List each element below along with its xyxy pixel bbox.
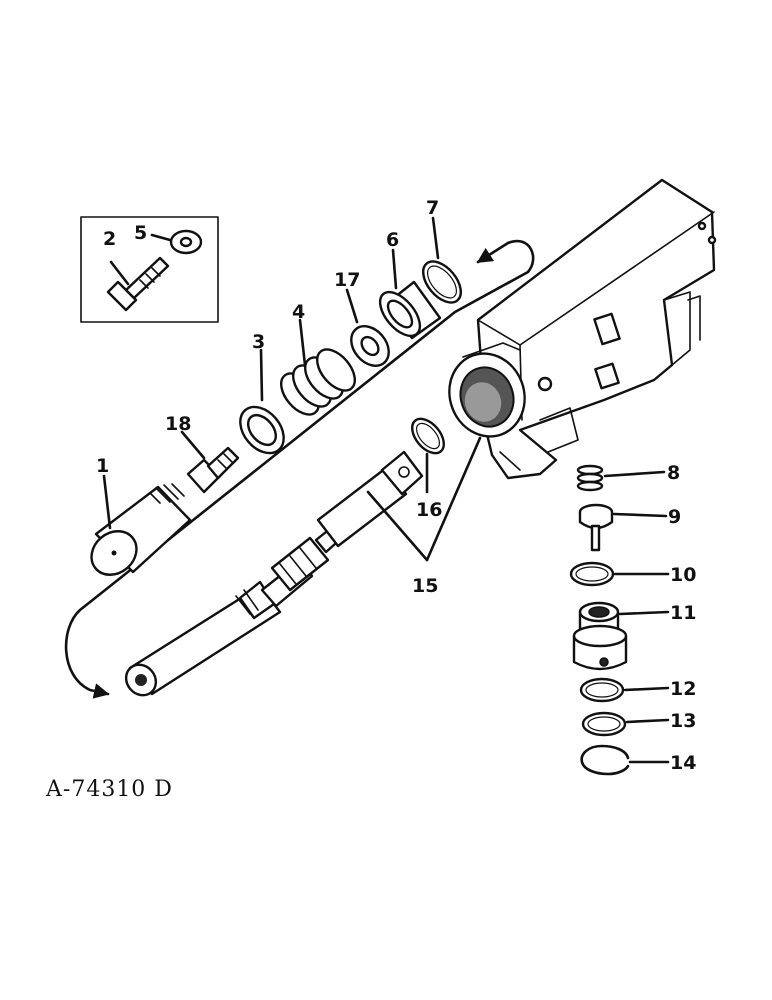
leader-5 [150, 233, 172, 242]
callout-11: 11 [670, 602, 696, 624]
leader-17 [345, 288, 359, 324]
callout-12: 12 [670, 678, 696, 700]
callout-1: 1 [96, 455, 109, 477]
leader-15a [366, 490, 429, 562]
callout-3: 3 [252, 331, 265, 353]
callout-14: 14 [670, 752, 696, 774]
leader-6 [391, 248, 398, 290]
oring-part-10 [569, 561, 615, 587]
ring-part-13 [581, 711, 627, 737]
washer-part-5 [169, 229, 203, 255]
bushing-part-6 [378, 280, 442, 340]
ring-part-17 [350, 325, 390, 367]
callout-13: 13 [670, 710, 696, 732]
oring-part-12 [579, 677, 625, 703]
leader-2 [109, 260, 130, 286]
poppet-part-9 [578, 503, 614, 552]
callout-6: 6 [386, 229, 399, 251]
leader-9 [612, 512, 668, 518]
seat-part-11 [572, 601, 628, 671]
callout-17: 17 [334, 269, 360, 291]
spring-part-8 [576, 464, 604, 492]
leader-1 [102, 474, 112, 530]
oring-part-7 [422, 260, 462, 304]
drawing-code: A-74310 D [45, 777, 173, 802]
callout-7: 7 [426, 197, 439, 219]
sleeve-part-3 [239, 405, 285, 455]
inset-box [80, 216, 219, 323]
callout-4: 4 [292, 301, 305, 323]
callout-10: 10 [670, 564, 696, 586]
leader-11 [618, 610, 670, 616]
callout-5: 5 [134, 222, 147, 244]
leader-lines [102, 216, 670, 764]
snap-ring-part-14 [580, 744, 630, 776]
plug-part-1 [90, 483, 192, 576]
oring-part-16 [410, 417, 446, 455]
leader-4 [298, 318, 307, 367]
callout-18: 18 [165, 413, 191, 435]
spool-part-15 [124, 450, 424, 697]
callout-8: 8 [667, 462, 680, 484]
spring-part-4 [280, 348, 356, 416]
leader-13 [625, 718, 670, 724]
valve-housing [448, 178, 717, 480]
callout-2: 2 [103, 228, 116, 250]
bore-outline [64, 239, 535, 699]
leader-12 [623, 686, 670, 692]
leader-15b [425, 436, 482, 562]
leader-8 [603, 470, 666, 478]
callout-16: 16 [416, 499, 442, 521]
leader-3 [259, 348, 264, 402]
callout-9: 9 [668, 506, 681, 528]
leader-7 [431, 216, 440, 260]
callout-15: 15 [412, 575, 438, 597]
bolt-part-2 [106, 256, 170, 312]
leader-18 [180, 430, 206, 460]
screw-part-18 [186, 446, 240, 494]
callout-labels: 2 5 3 4 17 6 7 18 1 16 15 8 9 10 11 12 1… [96, 197, 696, 774]
